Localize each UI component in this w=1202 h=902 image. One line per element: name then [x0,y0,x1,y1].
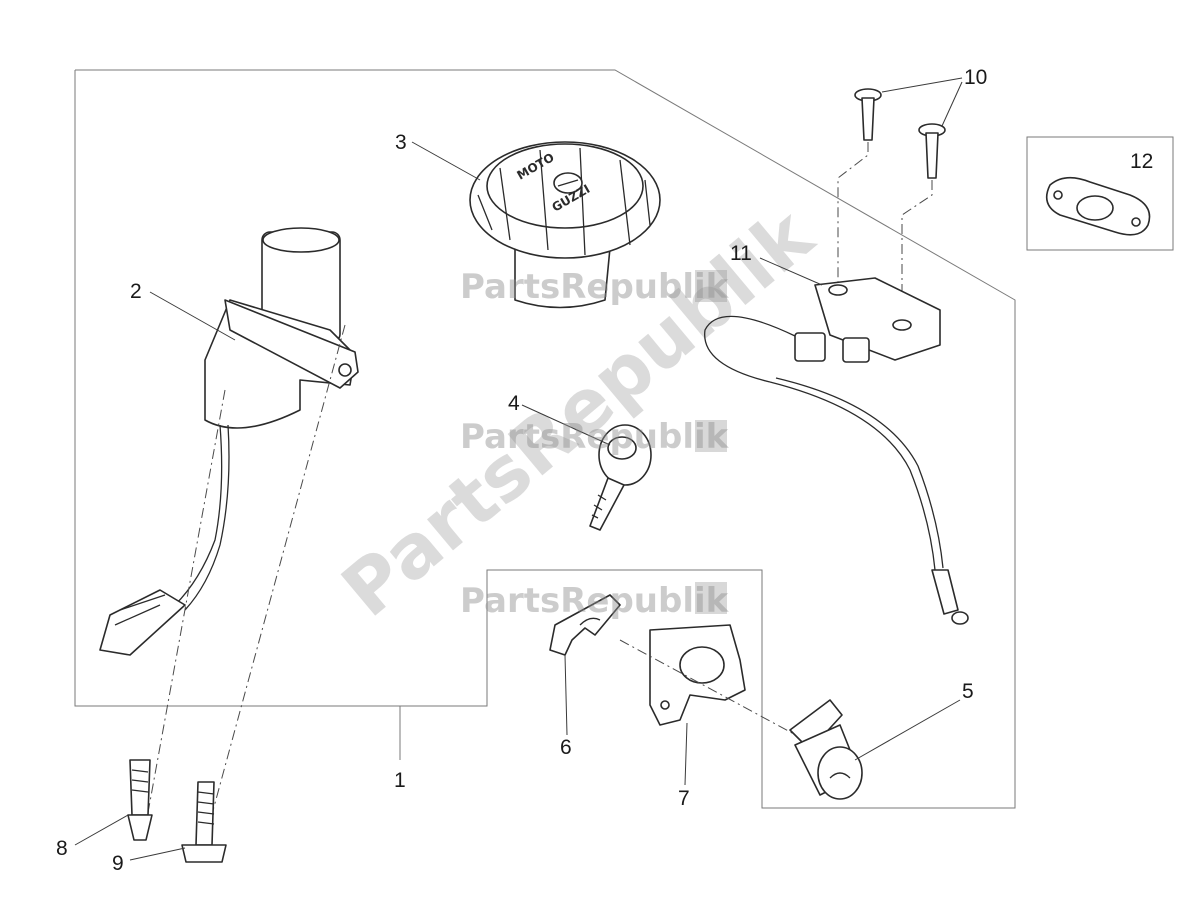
bracket-7[interactable] [649,624,746,726]
bolt-9[interactable] [181,781,227,863]
axis-line-screw-8 [142,389,226,841]
sensor-11[interactable] [704,277,969,625]
leader-5 [854,699,961,761]
watermark-1: PartsRepublik [460,267,730,307]
screw-8[interactable] [127,759,153,841]
axis-line-screw-10b [901,180,933,322]
leader-7 [684,722,688,786]
callout-1: 1 [394,769,406,792]
callout-12: 12 [1130,150,1153,173]
part-12-frame [1026,136,1174,251]
leader-2 [149,291,236,341]
callout-7: 7 [678,787,690,810]
callout-6: 6 [560,736,572,759]
callout-5: 5 [962,680,974,703]
axis-line-lock [619,639,806,741]
callout-3: 3 [395,131,407,154]
watermark-row-2: PartsRepublik [460,417,730,457]
lock-barrel-5[interactable] [789,699,863,800]
callout-11: 11 [730,242,752,265]
leader-11 [759,257,823,286]
kit-1-frame [74,69,1016,809]
leader-8 [74,814,129,846]
watermark-row-1: PartsRepublik [460,267,730,307]
callout-9: 9 [112,852,124,875]
leader-10b [941,81,963,127]
leader-3 [411,141,481,181]
leader-4 [521,404,611,446]
ignition-switch[interactable] [99,227,359,656]
key-4[interactable] [589,424,652,531]
callout-4: 4 [508,392,520,415]
callout-10: 10 [964,66,987,89]
axis-line-screw-9 [204,324,346,841]
screw-10b[interactable] [918,123,946,179]
leader-10a [881,77,963,93]
clip-6[interactable] [549,594,621,656]
leader-9 [129,847,186,861]
fuel-cap[interactable]: MOTO GUZZI [469,141,661,309]
callout-8: 8 [56,837,68,860]
axis-line-screw-10a [837,142,869,285]
leader-6 [564,654,568,736]
watermark-3: PartsRepublik [460,581,730,621]
watermark-2: PartsRepublik [460,417,730,457]
watermark-row-3: PartsRepublik [460,581,730,621]
gasket-12[interactable] [1045,176,1151,236]
callout-2: 2 [130,280,142,303]
screw-10a[interactable] [854,88,882,141]
